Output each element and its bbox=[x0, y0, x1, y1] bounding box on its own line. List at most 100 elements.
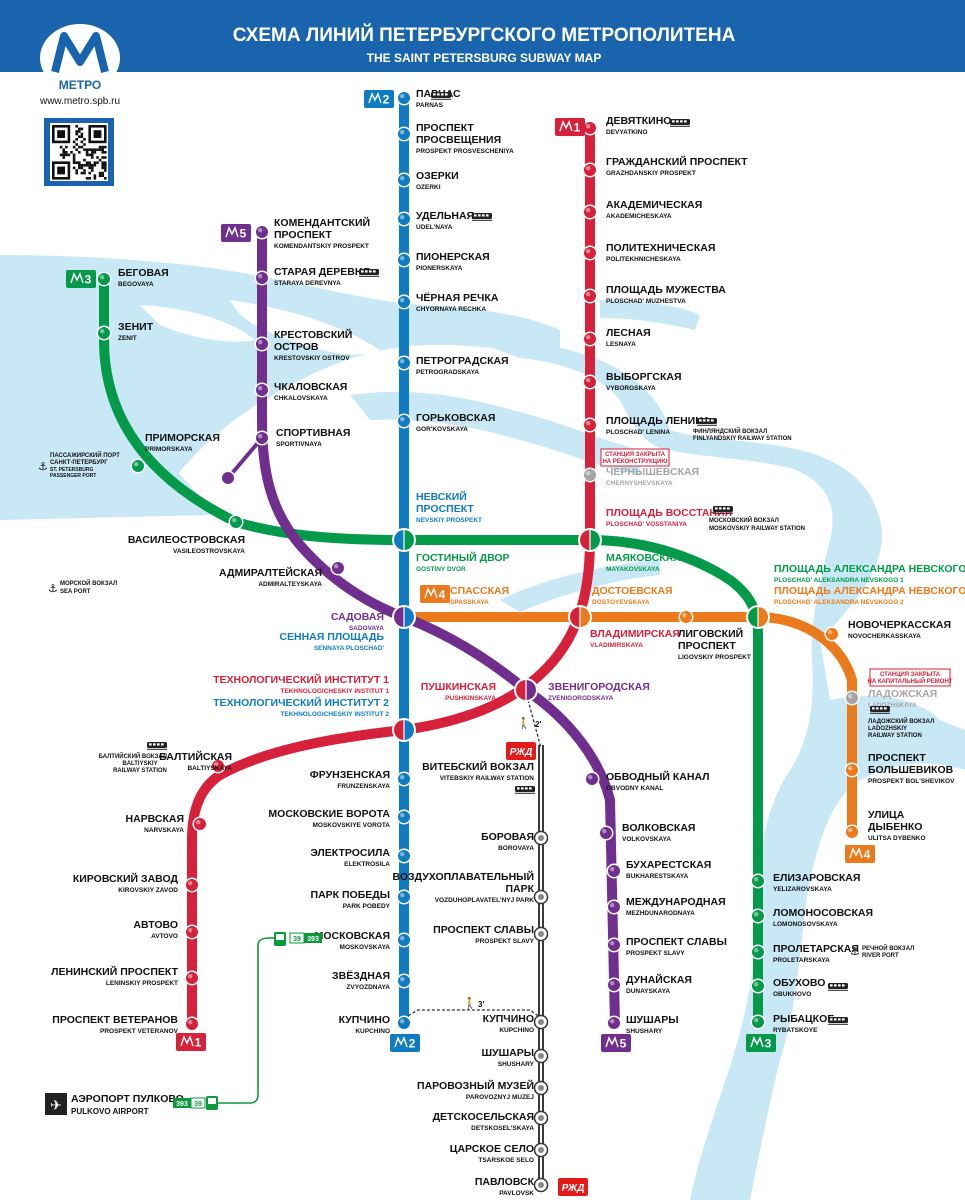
station-zenit[interactable] bbox=[96, 325, 112, 341]
station-proletarskaya[interactable] bbox=[750, 944, 766, 960]
station-veteranov[interactable] bbox=[184, 1016, 200, 1032]
line-3-badge[interactable]: 3 bbox=[66, 270, 96, 288]
qr-code[interactable] bbox=[44, 118, 114, 186]
interchange-5[interactable] bbox=[514, 678, 538, 702]
station-admiralteyskaya[interactable] bbox=[330, 560, 346, 576]
station-parkpobedy[interactable] bbox=[396, 889, 412, 905]
station-name-ru: УЛИЦА bbox=[868, 809, 905, 821]
station-zvyozdnaya[interactable] bbox=[396, 973, 412, 989]
station-slavy_rail[interactable] bbox=[533, 926, 549, 942]
station-komendantsky[interactable] bbox=[254, 224, 270, 240]
station-yelizarovskaya[interactable] bbox=[750, 873, 766, 889]
station-mezhdunarodnaya[interactable] bbox=[606, 899, 622, 915]
station-novocherkasskaya[interactable] bbox=[824, 626, 840, 642]
station-politekhnicheskaya[interactable] bbox=[582, 245, 598, 261]
station-primorskaya[interactable] bbox=[130, 458, 146, 474]
line-1-badge[interactable]: 1 bbox=[555, 118, 585, 136]
line-1-badge[interactable]: 1 bbox=[176, 1033, 206, 1051]
station-parnas[interactable] bbox=[396, 90, 412, 106]
station-parovozny[interactable] bbox=[533, 1080, 549, 1096]
station-chkalovskaya[interactable] bbox=[254, 382, 270, 398]
station-shushary5[interactable] bbox=[606, 1015, 622, 1031]
line-5-badge[interactable]: 5 bbox=[601, 1034, 631, 1052]
station-kupchino[interactable] bbox=[396, 1015, 412, 1031]
station-gorkovskaya[interactable] bbox=[396, 413, 412, 429]
station-kupchino_rail[interactable] bbox=[533, 1014, 549, 1030]
line-5-badge[interactable]: 5 bbox=[221, 224, 251, 242]
station-bukharestskaya[interactable] bbox=[606, 863, 622, 879]
line-2-badge[interactable]: 2 bbox=[364, 90, 394, 108]
station-lesnaya[interactable] bbox=[582, 331, 598, 347]
station-avtovo[interactable] bbox=[184, 924, 200, 940]
station-lenina[interactable] bbox=[582, 417, 598, 433]
station-staraya[interactable] bbox=[254, 270, 270, 286]
website-link[interactable]: www.metro.spb.ru bbox=[39, 96, 120, 107]
station-dunayskaya[interactable] bbox=[606, 977, 622, 993]
station-petrogradskaya[interactable] bbox=[396, 355, 412, 371]
station-ligovsky[interactable] bbox=[678, 609, 694, 625]
station-kirovsky[interactable] bbox=[184, 877, 200, 893]
station-baltiyskaya[interactable] bbox=[210, 758, 226, 774]
station-chyornaya[interactable] bbox=[396, 294, 412, 310]
station-slavy5[interactable] bbox=[606, 937, 622, 953]
interchange-2[interactable] bbox=[578, 528, 602, 552]
station-tsarskoe[interactable] bbox=[533, 1142, 549, 1158]
interchange-7[interactable] bbox=[746, 605, 770, 629]
station-lomonosovskaya[interactable] bbox=[750, 908, 766, 924]
station-begovaya[interactable] bbox=[96, 271, 112, 287]
line-3-badge[interactable]: 3 bbox=[746, 1034, 776, 1052]
station-krestovsky[interactable] bbox=[254, 336, 270, 352]
station-name-ru: БОРОВАЯ bbox=[481, 831, 534, 843]
station-rybatskoye[interactable] bbox=[750, 1014, 766, 1030]
svg-text:🚶: 🚶 bbox=[463, 997, 477, 1010]
station-leninsky[interactable] bbox=[184, 970, 200, 986]
line-4-badge[interactable]: 4 bbox=[420, 585, 450, 603]
station-udelnaya[interactable] bbox=[396, 211, 412, 227]
station-name-ru: ЛАДОЖСКАЯ bbox=[868, 688, 937, 700]
metro-logo[interactable]: МЕТРО bbox=[40, 24, 120, 92]
station-moskovskaya[interactable] bbox=[396, 932, 412, 948]
station-ozerki[interactable] bbox=[396, 172, 412, 188]
station-prosvescheniya[interactable] bbox=[396, 126, 412, 142]
station-sportivnaya[interactable] bbox=[254, 430, 270, 446]
station-vyborgskaya[interactable] bbox=[582, 374, 598, 390]
station-ladozhskaya[interactable] bbox=[844, 690, 860, 706]
station-akademicheskaya[interactable] bbox=[582, 204, 598, 220]
station-moskovskie[interactable] bbox=[396, 809, 412, 825]
line-2-badge[interactable]: 2 bbox=[390, 1034, 420, 1052]
interchange-4[interactable] bbox=[568, 605, 592, 629]
station-muzhestva[interactable] bbox=[582, 288, 598, 304]
station-vozdukh[interactable] bbox=[533, 889, 549, 905]
station-bolshevikov[interactable] bbox=[844, 762, 860, 778]
station-obukhovo[interactable] bbox=[750, 978, 766, 994]
interchange-1[interactable] bbox=[392, 528, 416, 552]
station-name-en: PROSPEKT PROSVESCHENIYA bbox=[416, 148, 514, 155]
interchange-6[interactable] bbox=[392, 718, 416, 742]
station-detskoselskaya[interactable] bbox=[533, 1110, 549, 1126]
station-elektrosila[interactable] bbox=[396, 848, 412, 864]
station-devyatkino[interactable] bbox=[582, 120, 598, 136]
label-vozdukh: ВОЗДУХОПЛАВАТЕЛЬНЫЙПАРКVOZDUHOPLAVATEL'N… bbox=[393, 870, 535, 904]
station-narvskaya[interactable] bbox=[192, 816, 208, 832]
interchange-3[interactable] bbox=[392, 605, 416, 629]
station-obvodny[interactable] bbox=[584, 771, 600, 787]
station-borovaya[interactable] bbox=[533, 830, 549, 846]
station-sportivnaya-2[interactable] bbox=[220, 470, 236, 486]
station-volkovskaya[interactable] bbox=[598, 825, 614, 841]
station-frunzenskaya[interactable] bbox=[396, 771, 412, 787]
station-grazhdansky[interactable] bbox=[582, 162, 598, 178]
station-vasileostrovskaya[interactable] bbox=[228, 514, 244, 530]
station-chernyshevskaya[interactable] bbox=[582, 467, 598, 483]
station-pionerskaya[interactable] bbox=[396, 252, 412, 268]
station-dybenko[interactable] bbox=[844, 824, 860, 840]
station-pavlovsk[interactable] bbox=[533, 1177, 549, 1193]
line-4-badge[interactable]: 4 bbox=[845, 845, 875, 863]
station-shushary_rail[interactable] bbox=[533, 1048, 549, 1064]
airport-pulkovo[interactable]: ✈ АЭРОПОРТ ПУЛКОВО PULKOVO AIRPORT bbox=[45, 1093, 184, 1116]
